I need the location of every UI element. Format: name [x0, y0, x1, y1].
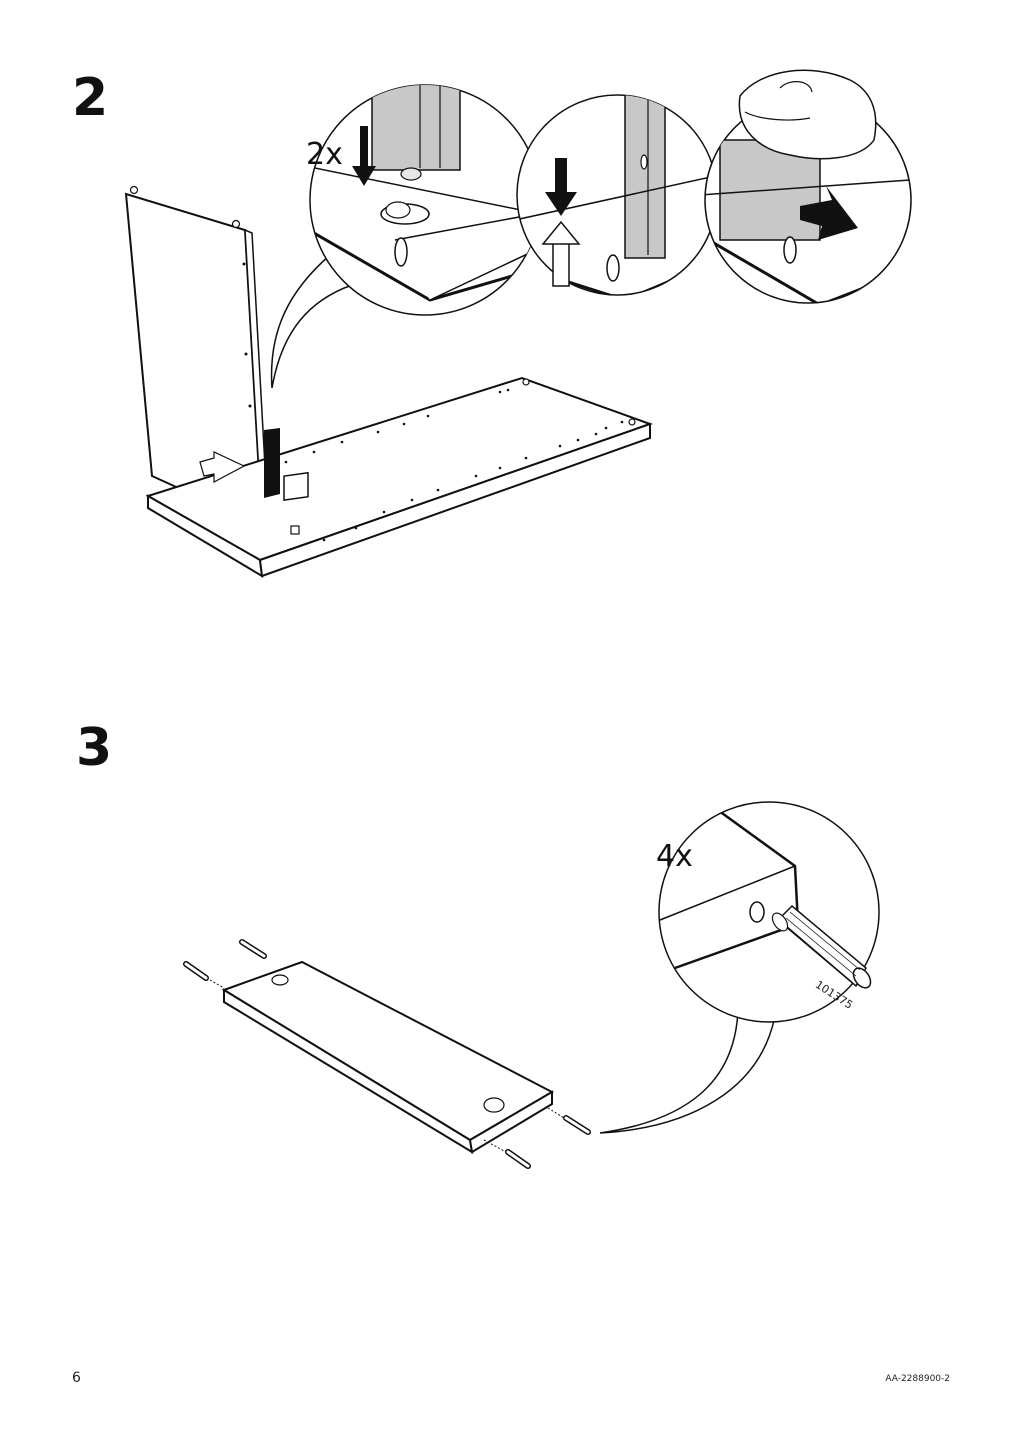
base-board [145, 376, 653, 578]
detail-circle-3 [704, 69, 912, 304]
step-2-illustration [124, 69, 912, 578]
dowel [183, 961, 209, 981]
detail-circle-1 [309, 84, 541, 316]
shelf-board [221, 960, 555, 1154]
push-arrow-icon [800, 186, 858, 240]
down-arrow-icon [545, 158, 577, 216]
step-2-quantity: 2x [306, 137, 343, 172]
down-arrow-icon [352, 126, 376, 186]
callout-tail [599, 1009, 776, 1134]
dowel [563, 1115, 591, 1135]
hand-icon [738, 69, 877, 160]
up-arrow-icon [541, 220, 581, 287]
step-3-number: 3 [76, 718, 113, 778]
step-2-number: 2 [72, 68, 109, 128]
dowel-icon [771, 904, 872, 989]
page-number: 6 [72, 1370, 81, 1386]
callout-tail [270, 254, 353, 389]
panel-edge-strip [264, 428, 280, 498]
step-3-quantity: 4x [656, 839, 693, 874]
dowel-detail-circle [658, 801, 880, 1023]
document-code: AA-2288900-2 [885, 1374, 950, 1384]
dowel [505, 1149, 531, 1169]
slide-arrow-icon [199, 451, 246, 483]
dowel [239, 939, 267, 959]
detail-circle-2 [516, 94, 718, 296]
